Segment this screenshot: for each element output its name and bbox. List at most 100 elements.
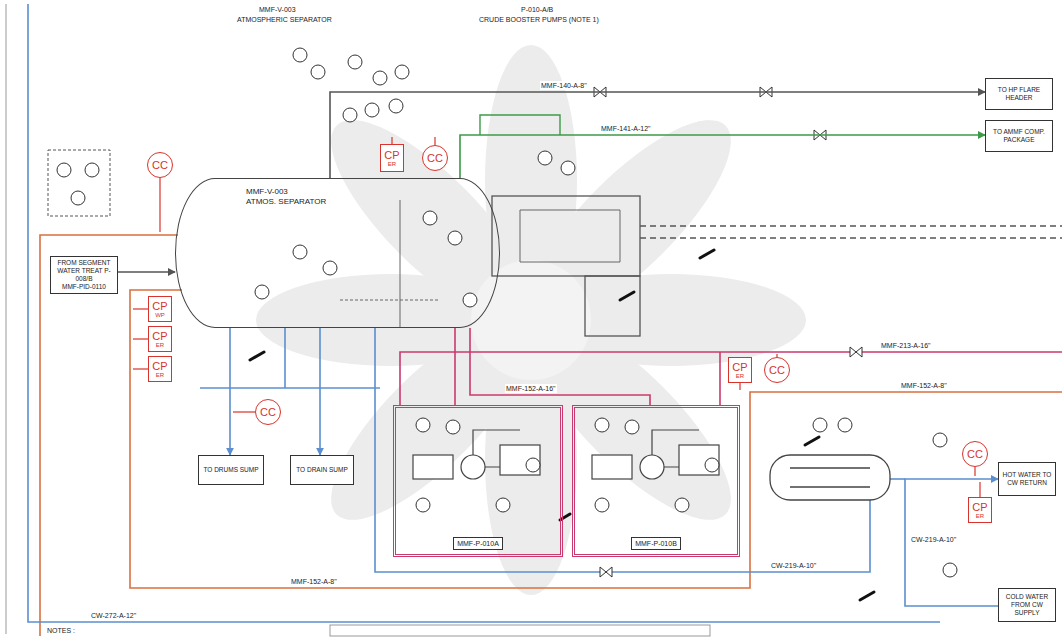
callout-leader [233, 411, 255, 412]
offpage-connector: TO DRUMS SUMP [198, 455, 264, 485]
sheet-frame [6, 4, 7, 634]
instrument-bubble [813, 418, 827, 432]
callout-text: ER [156, 372, 164, 379]
instrument-bubble [293, 48, 307, 62]
instrument-bubble [57, 163, 71, 177]
instrument-bubble [85, 163, 99, 177]
node-text: ATMOS. SEPARATOR [246, 197, 326, 207]
pump-symbol [413, 455, 453, 479]
callout-text: CP [972, 501, 987, 513]
process-connector [229, 328, 231, 455]
node-text: MMF-V-003 [246, 187, 288, 197]
instrument-panel [48, 150, 110, 216]
instrument-bubble [595, 418, 609, 432]
callout-leader [133, 368, 148, 369]
process-pipe-orange [40, 235, 178, 636]
instrument-bubble [255, 285, 269, 299]
vessel-extension [492, 196, 640, 276]
instrument-bubble [538, 151, 552, 165]
instrument-bubble [943, 563, 957, 577]
pump-symbol [413, 430, 719, 479]
heat-exchanger [790, 468, 870, 487]
process-pipe-blue [890, 478, 905, 480]
pump-symbol [652, 430, 699, 467]
callout-text: ER [388, 161, 396, 168]
callout-leader [133, 338, 148, 339]
node-text: TO DRAIN SUMP [296, 466, 348, 474]
instrument-bubble [323, 261, 337, 275]
line-number: MMF-152-A-16" [505, 384, 557, 393]
callout-text: CC [769, 364, 785, 376]
callout-text: CP [152, 300, 167, 312]
vessel-extension [640, 226, 1062, 238]
offpage-connector: TO DRAIN SUMP [290, 455, 354, 485]
vessel-internals [400, 200, 401, 328]
node-text: COLD WATER FROM CW SUPPLY [1002, 593, 1052, 617]
callout-leader [133, 308, 148, 309]
process-connector [454, 328, 456, 405]
instrument-bubble [595, 498, 609, 512]
node-text: TO DRUMS SUMP [203, 466, 258, 474]
pump-symbol [473, 430, 520, 467]
sheet-frame [6, 4, 710, 636]
pump-symbol [640, 455, 664, 479]
offpage-connector: HOT WATER TO CW RETURN [998, 462, 1056, 496]
tag-marker [700, 250, 714, 258]
callout-leader [391, 137, 392, 144]
process-pipe-magenta [719, 352, 721, 405]
instrument-bubble [293, 245, 307, 259]
node-text: MMF-P-010B [631, 537, 681, 550]
valve-symbol [594, 87, 862, 577]
instrument-bubble [446, 420, 460, 434]
instrument-panel [48, 150, 110, 216]
instrument-bubble [348, 55, 362, 69]
process-pipe-magenta [400, 352, 1062, 405]
vessel-internals [340, 300, 440, 301]
process-pipe-blue [28, 4, 940, 622]
instrument-bubble [496, 498, 510, 512]
instrument-bubble [416, 418, 430, 432]
instrument-bubble [311, 65, 325, 79]
pump-symbol [500, 445, 540, 475]
callout-text: CC [260, 406, 276, 418]
tag-marker [250, 352, 264, 360]
heat-exchanger [770, 455, 890, 500]
callout-circle: CC [147, 152, 173, 178]
offpage-connector: FROM SEGMENT WATER TREAT P-008/BMMF-PID-… [50, 256, 118, 294]
notes-heading: NOTES : [46, 626, 76, 635]
instrument-bubble [448, 231, 462, 245]
separator-vessel: MMF-V-003ATMOS. SEPARATOR [175, 178, 500, 328]
instrument-bubble [416, 498, 430, 512]
callout-leader [133, 137, 980, 497]
node-text: TO AMMF COMP. PACKAGE [989, 128, 1049, 144]
title-text: CRUDE BOOSTER PUMPS (NOTE 1) [478, 15, 600, 24]
watermark-logo [256, 45, 806, 595]
callout-circle: CC [255, 399, 281, 425]
process-pipe-green [480, 115, 560, 135]
process-pipe-blue [375, 328, 870, 572]
instrument-bubble [71, 191, 85, 205]
instrument-bubble [705, 458, 719, 472]
callout-box: CPER [380, 144, 404, 172]
valve-symbol [600, 567, 612, 577]
instrument-bubble [561, 161, 575, 175]
callout-leader [159, 178, 160, 232]
callout-box: CPER [148, 356, 172, 382]
node-text: HOT WATER TO CW RETURN [1002, 471, 1052, 487]
pump-symbol [592, 455, 632, 479]
process-pipe-orange [130, 290, 1062, 588]
pump-package: MMF-P-010A [393, 405, 563, 557]
node-text: MMF-P-010A [453, 537, 503, 550]
callout-box: CPWP [148, 296, 172, 322]
heat-exchanger [770, 455, 890, 500]
callout-text: ER [736, 373, 744, 380]
line-number: MMF-213-A-16" [880, 341, 932, 350]
process-connector [460, 135, 985, 178]
vessel-extension [492, 196, 1062, 336]
callout-text: ER [976, 513, 984, 520]
callout-leader [979, 482, 980, 497]
sheet-frame [330, 625, 710, 636]
